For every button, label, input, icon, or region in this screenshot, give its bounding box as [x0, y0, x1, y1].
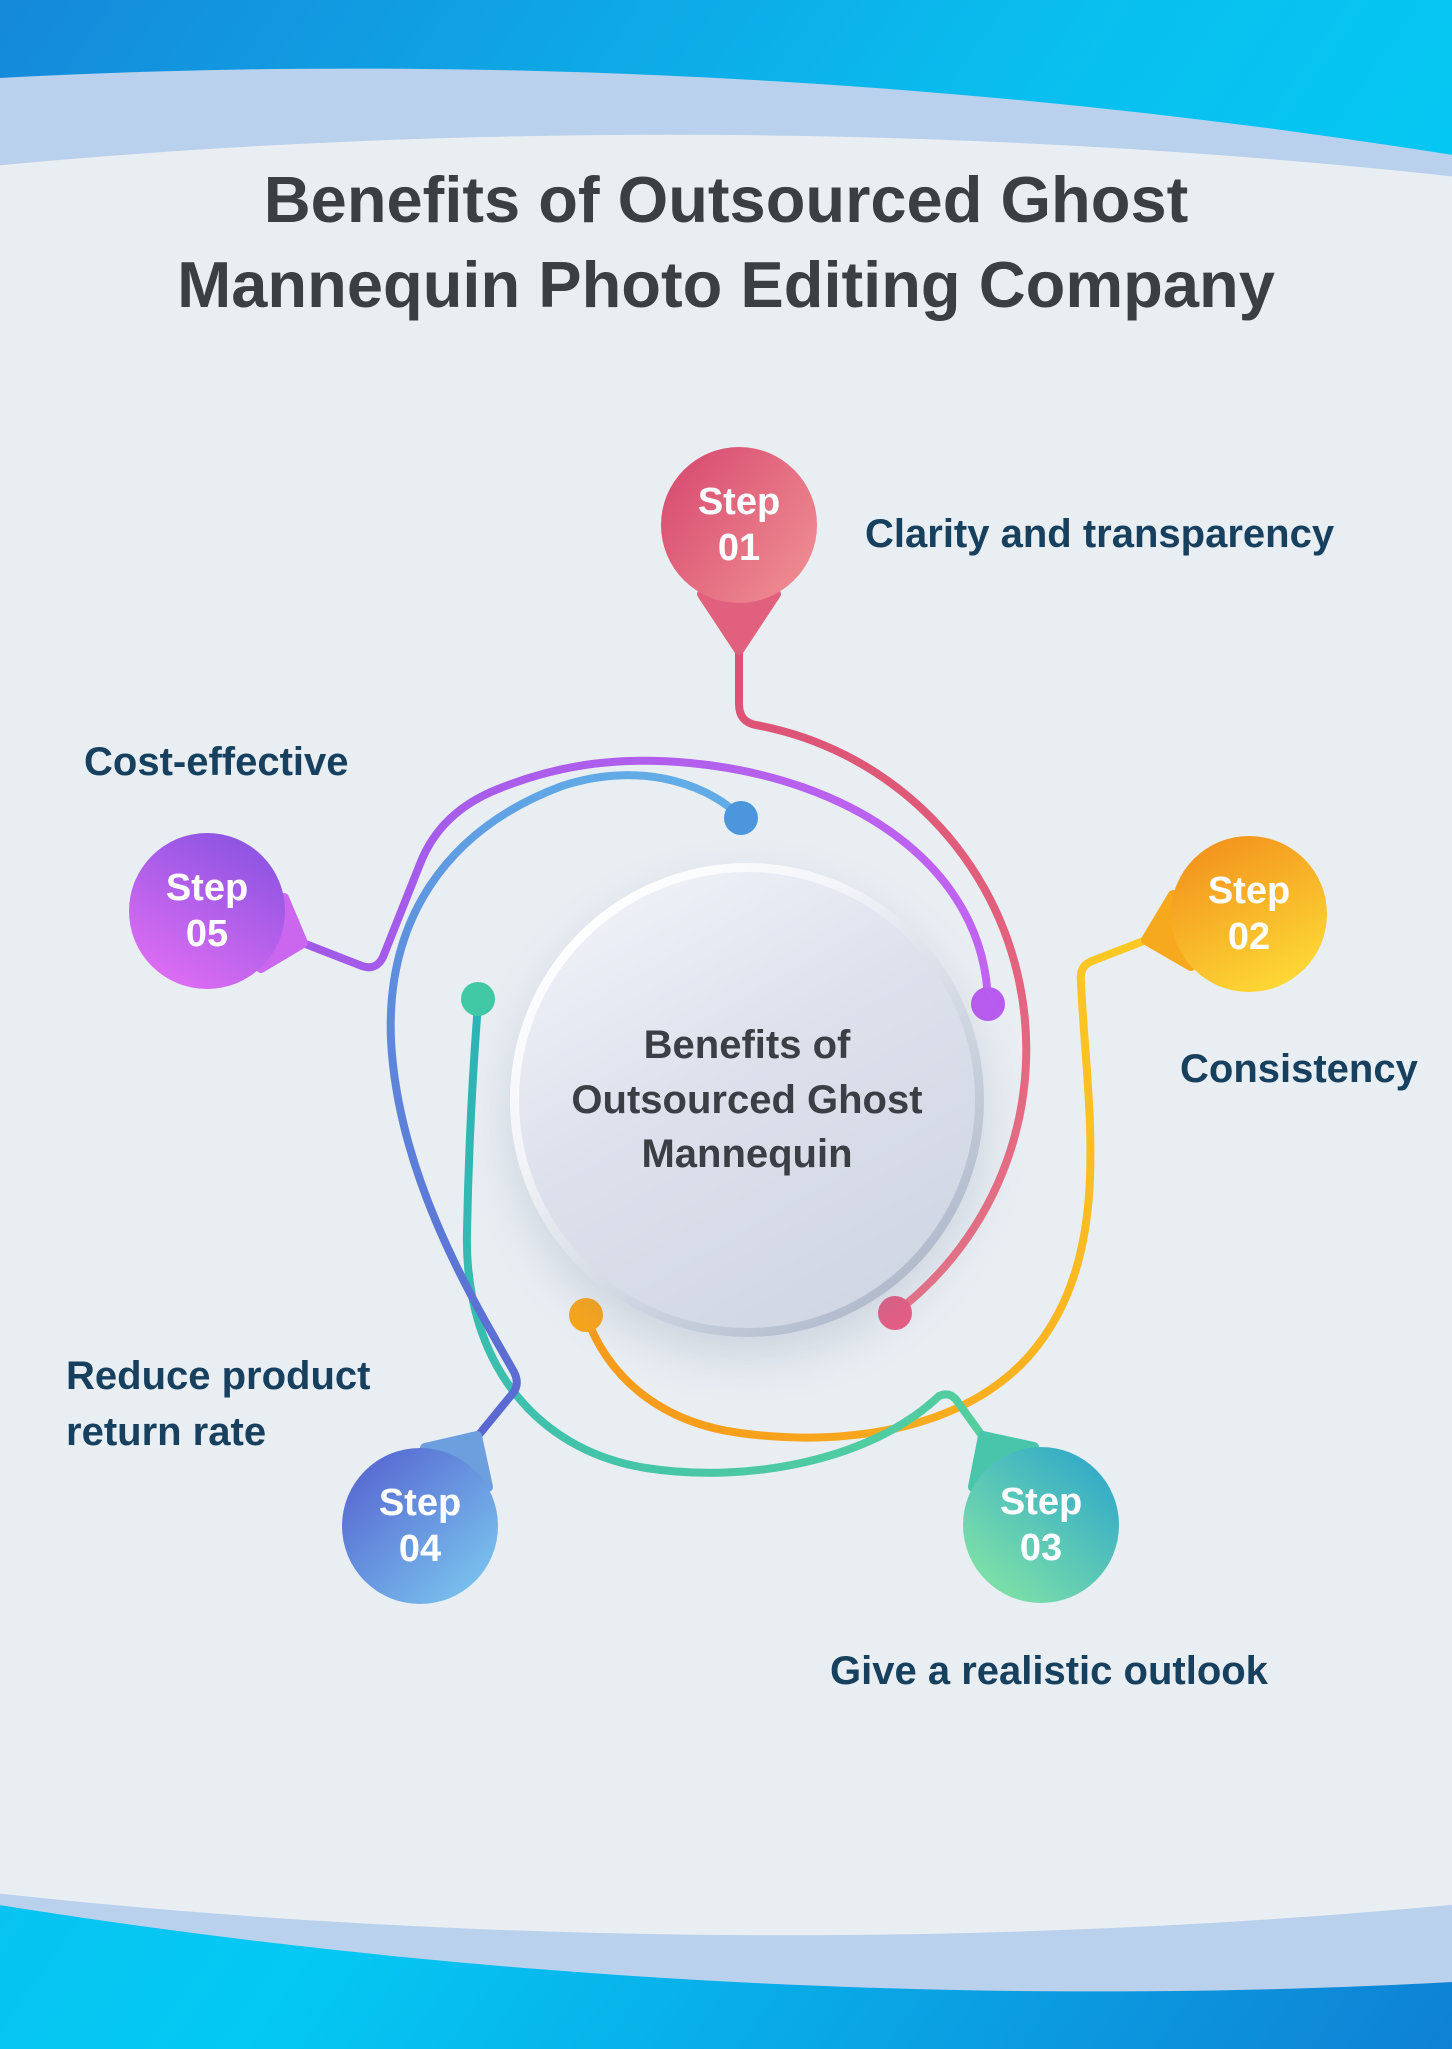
step-01-endpoint-dot — [878, 1296, 912, 1330]
step-04-word: Step — [378, 1481, 462, 1524]
center-title-line3: Mannequin — [641, 1132, 853, 1177]
step-05-word: Step — [165, 866, 249, 909]
step-03-connector — [462, 1000, 987, 1477]
step-01-badge — [661, 447, 817, 603]
step-02-connector — [582, 936, 1150, 1442]
step-05-connector — [299, 756, 992, 1008]
page-title-line2: Mannequin Photo Editing Company — [177, 247, 1275, 321]
step-03-caption: Give a realistic outlook — [830, 1649, 1268, 1693]
center-title-line1: Benefits of — [643, 1023, 851, 1068]
step-01-caption: Clarity and transparency — [865, 512, 1335, 556]
step-02-badge — [1171, 836, 1327, 992]
page-title: Benefits of Outsourced Ghost Mannequin P… — [0, 158, 1452, 327]
step-02-badge-label: Step 02 — [1171, 836, 1327, 992]
step-03-number: 03 — [1019, 1527, 1063, 1569]
center-circle-inner: Benefits of Outsourced Ghost Mannequin — [519, 872, 975, 1328]
step-03-endpoint-dot — [461, 982, 495, 1016]
center-title-line2: Outsourced Ghost — [571, 1077, 923, 1122]
step-02-word: Step — [1207, 869, 1291, 912]
step-04-badge — [342, 1448, 498, 1604]
step-05-caption: Cost-effective — [84, 740, 349, 784]
step-01-number: 01 — [717, 527, 761, 569]
page-title-line1: Benefits of Outsourced Ghost — [263, 163, 1189, 236]
center-circle: Benefits of Outsourced Ghost Mannequin — [510, 863, 984, 1337]
step-03-badge — [963, 1447, 1119, 1603]
step-01-badge-label: Step 01 — [661, 447, 817, 603]
step-05-badge-label: Step 05 — [129, 833, 285, 989]
step-02-caption: Consistency — [1180, 1047, 1418, 1091]
step-04-number: 04 — [398, 1528, 442, 1570]
step-05-badge — [129, 833, 285, 989]
step-04-connector — [386, 771, 745, 1441]
step-04-caption: Reduce product return rate — [66, 1354, 371, 1454]
step-01-word: Step — [697, 480, 781, 523]
step-05-number: 05 — [185, 913, 229, 955]
step-01-connector — [735, 644, 1031, 1317]
step-05-endpoint-dot — [971, 987, 1005, 1021]
step-02-endpoint-dot — [569, 1298, 603, 1332]
step-04-badge-label: Step 04 — [342, 1448, 498, 1604]
step-03-word: Step — [999, 1480, 1083, 1523]
step-04-endpoint-dot — [724, 801, 758, 835]
step-02-number: 02 — [1227, 916, 1271, 958]
center-circle-title: Benefits of Outsourced Ghost Mannequin — [571, 1018, 922, 1181]
step-03-badge-label: Step 03 — [963, 1447, 1119, 1603]
